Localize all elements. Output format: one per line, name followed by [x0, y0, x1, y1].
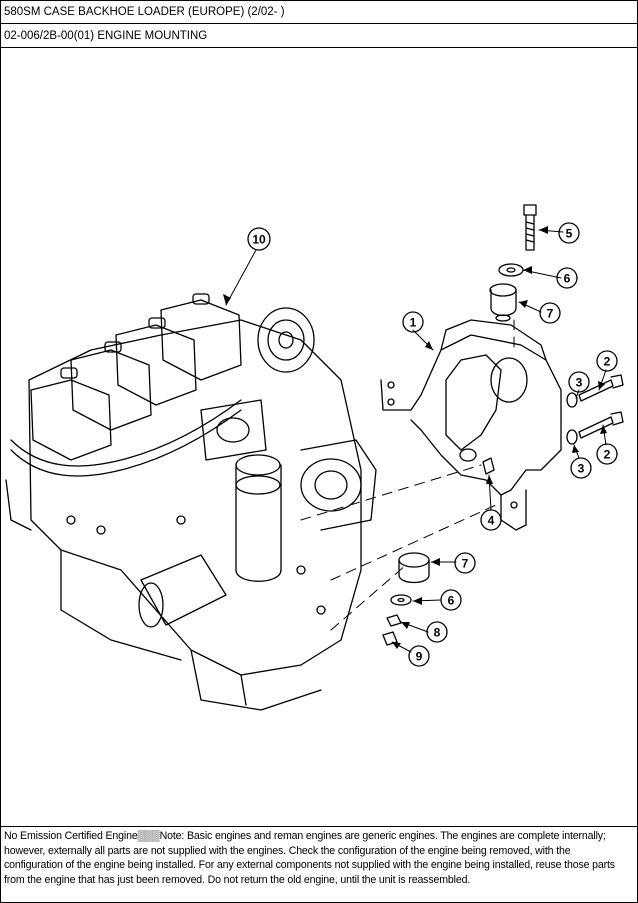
callout-2 [596, 443, 618, 465]
callout-3 [570, 457, 592, 479]
callout-label: 6 [564, 272, 571, 286]
callout-label: 10 [252, 233, 266, 247]
engine-mount-bracket [380, 319, 562, 531]
callout-label: 8 [434, 626, 441, 640]
footer-line: No Emission Certified Engine▒▒▒Note: Bas… [4, 830, 606, 842]
engine-illustration [5, 293, 377, 711]
callout-3 [568, 371, 590, 393]
callout-label: 9 [416, 650, 423, 664]
footer-line: however, externally all parts are not su… [4, 844, 571, 857]
callout-4 [480, 509, 502, 531]
alignment-lines [300, 319, 515, 631]
callout-5 [558, 222, 580, 244]
footer-line: configuration of the engine being instal… [4, 859, 615, 871]
callouts: 10 5 6 7 1 2 3 3 2 4 7 6 8 9 [247, 222, 618, 667]
callout-label: 4 [488, 514, 495, 528]
callout-2 [596, 350, 618, 372]
callout-label: 3 [576, 376, 583, 390]
arrow-heads [223, 226, 607, 649]
callout-8 [426, 621, 448, 643]
page-title: 580SM CASE BACKHOE LOADER (EUROPE) (2/02… [1, 1, 637, 24]
callout-9 [408, 645, 430, 667]
callout-7 [539, 302, 561, 324]
callout-label: 1 [410, 316, 417, 330]
callout-label: 2 [604, 448, 611, 462]
callout-6 [556, 267, 578, 289]
callout-label: 7 [547, 307, 554, 321]
section-title: 02-006/2B-00(01) ENGINE MOUNTING [1, 25, 637, 48]
callout-1 [402, 311, 424, 333]
callout-label: 5 [566, 227, 573, 241]
callout-7 [454, 552, 476, 574]
leader-lines [225, 229, 607, 653]
callout-label: 7 [462, 557, 469, 571]
callout-label: 3 [578, 462, 585, 476]
footer-note: No Emission Certified Engine▒▒▒Note: Bas… [1, 826, 637, 902]
footer-line: from the engine that has just been remov… [4, 873, 471, 886]
parts-diagram: 10 5 6 7 1 2 3 3 2 4 7 6 8 9 [1, 50, 637, 825]
fasteners [382, 204, 624, 646]
callout-label: 2 [604, 355, 611, 369]
callout-label: 6 [448, 594, 455, 608]
callout-6 [440, 589, 462, 611]
callout-10 [247, 227, 271, 251]
